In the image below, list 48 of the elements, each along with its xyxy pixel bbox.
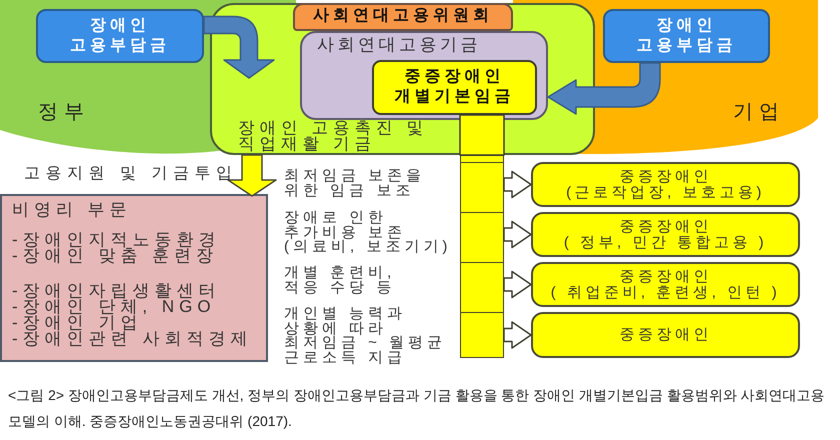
caption: <그림 2> 장애인고용부담금제도 개선, 정부의 장애인고용부담금과 기금 활용을 통한 장애인 개별기본입금 활용범위와 사회연대고용모델의 이해. 중증장애인노동권공대위 (2017). xyxy=(8,386,826,431)
detail-text: ( 정부, 민간 통합고용 ) xyxy=(562,235,768,251)
list-item: -장애인자립생활센터 xyxy=(12,283,222,299)
annotation-text: 개별 훈련비, 적응 수당 등 xyxy=(284,266,396,295)
fund-box xyxy=(300,31,548,120)
list-heading: 비영리 부문 xyxy=(12,201,133,219)
vertical-bar xyxy=(460,155,504,358)
title-text: 중증장애인 개별기본임금 xyxy=(394,67,516,107)
region-label: 기업 xyxy=(733,100,786,124)
heading-text: 장애인 고용촉진 및 직업재활 기금 xyxy=(238,121,430,152)
list-item: -장애인 기업 xyxy=(12,315,142,331)
branch-arrow xyxy=(503,321,532,349)
block-arrow xyxy=(227,154,277,197)
branch-arrow xyxy=(503,170,532,198)
source-box xyxy=(603,9,770,63)
annotation-text: 개인별 능력과 상황에 따라 최저임금 ~ 월평균 근로소득 지급 xyxy=(284,307,446,365)
heading-text: 사회연대고용기금 xyxy=(317,35,482,55)
title-text: 중증장애인 xyxy=(618,327,713,343)
highlight-box xyxy=(372,60,537,115)
branch-arrow xyxy=(503,270,532,298)
header-tab xyxy=(293,3,513,31)
title-text: 장애인 고용부담금 xyxy=(69,16,171,56)
annotation-text: 최저임금 보존을 위한 임금 보조 xyxy=(284,169,426,198)
list-item: -장애인지적노동환경 xyxy=(12,232,222,248)
title-text: 중증장애인 xyxy=(618,169,713,185)
title-text: 사회연대고용위원회 xyxy=(312,6,494,26)
list-item: -장애인 단체, NGO xyxy=(12,299,217,315)
list-panel xyxy=(0,194,268,362)
target-box xyxy=(531,162,800,207)
detail-text: (근로작업장, 보호고용) xyxy=(565,185,766,201)
region-label: 정부 xyxy=(38,100,91,124)
source-box xyxy=(36,9,204,63)
list-item: -장애인관련 사회적경제 xyxy=(12,331,254,347)
branch-arrow xyxy=(503,220,532,248)
fund-box xyxy=(210,3,595,155)
annotation-text: 장애로 인한 추가비용 보존 (의료비, 보조기기) xyxy=(284,211,452,254)
detail-text: ( 취업준비, 훈련생, 인턴 ) xyxy=(550,285,782,301)
target-box xyxy=(531,212,800,257)
title-text: 중증장애인 xyxy=(618,219,713,235)
connector-band xyxy=(459,114,505,156)
title-text: 장애인 고용부담금 xyxy=(636,16,738,56)
bent-arrow xyxy=(547,62,661,115)
target-box xyxy=(531,312,800,358)
bent-arrow xyxy=(203,16,275,79)
edge-label: 고용지원 및 기금투입 xyxy=(24,165,238,183)
title-text: 중증장애인 xyxy=(618,269,713,285)
list-item: -장애인 맞춤 훈련장 xyxy=(12,248,220,264)
target-box xyxy=(531,262,800,307)
